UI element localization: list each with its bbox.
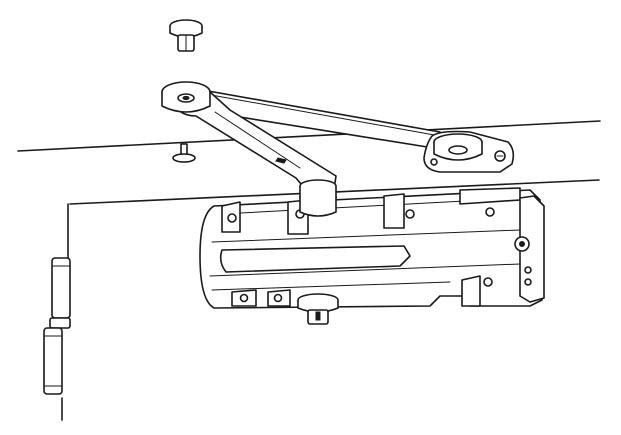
arm-screw-icon xyxy=(172,143,196,163)
door-hinge-icon xyxy=(43,257,71,395)
door-edge xyxy=(61,203,69,421)
door-closer-arm-icon xyxy=(161,81,515,203)
frame-top-edge xyxy=(17,120,601,152)
arm-cap-icon xyxy=(169,19,203,52)
door-closer-body-icon xyxy=(199,187,545,325)
